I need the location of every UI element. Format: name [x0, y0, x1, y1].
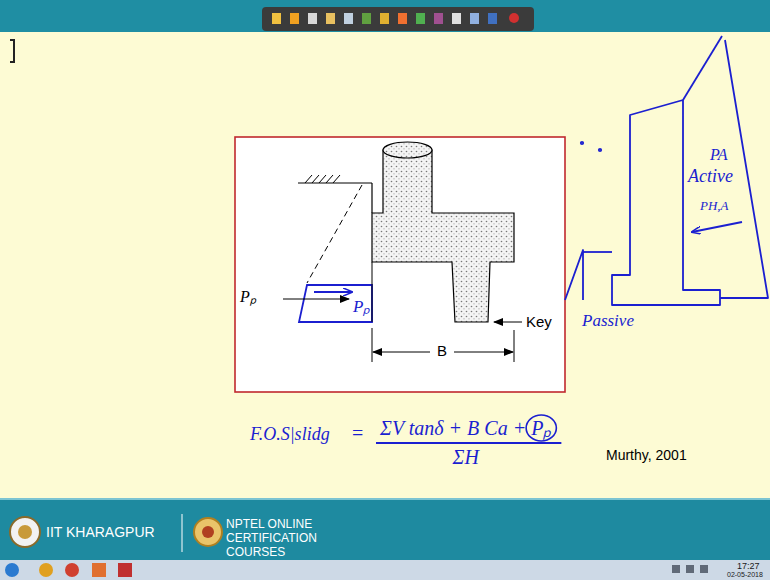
clock-time: 17:27	[737, 561, 760, 571]
force-arrow	[283, 299, 349, 300]
pressure-label: Active	[688, 166, 733, 187]
retaining-wall	[372, 150, 514, 322]
figure-frame	[235, 137, 565, 392]
force-label: Pₚ	[240, 288, 256, 306]
iit-logo	[10, 517, 40, 547]
footer-band	[0, 498, 770, 560]
citation: Murthy, 2001	[606, 447, 687, 463]
formula-term: F.O.S|slidg	[250, 424, 330, 445]
corner-mark	[10, 40, 14, 62]
toolbar	[262, 7, 534, 31]
formula-numerator: ΣV tanδ + B Ca + Pₚ	[380, 417, 551, 440]
dimension-label: B	[437, 342, 447, 359]
formula-term: =	[352, 422, 363, 445]
fraction-bar	[376, 442, 561, 444]
stem-top	[383, 142, 432, 158]
leader-arrow	[494, 322, 522, 323]
taskbar-icons	[5, 563, 708, 577]
top-band	[0, 0, 770, 32]
ground-surface	[298, 175, 372, 183]
pressure-label: Passive	[582, 311, 634, 331]
dimension-line	[372, 328, 514, 362]
nptel-logo	[194, 518, 222, 546]
formula-denominator: ΣH	[453, 446, 479, 469]
nptel-logo	[202, 526, 214, 538]
passive-zone	[299, 285, 372, 322]
footer-divider	[182, 514, 183, 552]
institute-name: IIT KHARAGPUR	[46, 524, 155, 540]
force-arrow	[314, 291, 352, 293]
taskbar	[0, 560, 770, 580]
toolbar-icons	[272, 13, 519, 24]
iit-logo	[18, 525, 32, 539]
clock-date: 02-05-2018	[727, 571, 763, 579]
passive-face	[371, 183, 372, 213]
failure-plane	[307, 185, 362, 283]
force-label: Pₚ	[353, 297, 370, 317]
course-banner: NPTEL ONLINE CERTIFICATION COURSES	[226, 518, 376, 559]
force-label: PH,A	[700, 199, 729, 214]
part-label: Key	[526, 313, 552, 330]
passive-face	[372, 262, 373, 322]
wall-sketch	[565, 36, 768, 305]
footer-rule	[0, 498, 770, 500]
force-label: PA	[710, 146, 727, 164]
